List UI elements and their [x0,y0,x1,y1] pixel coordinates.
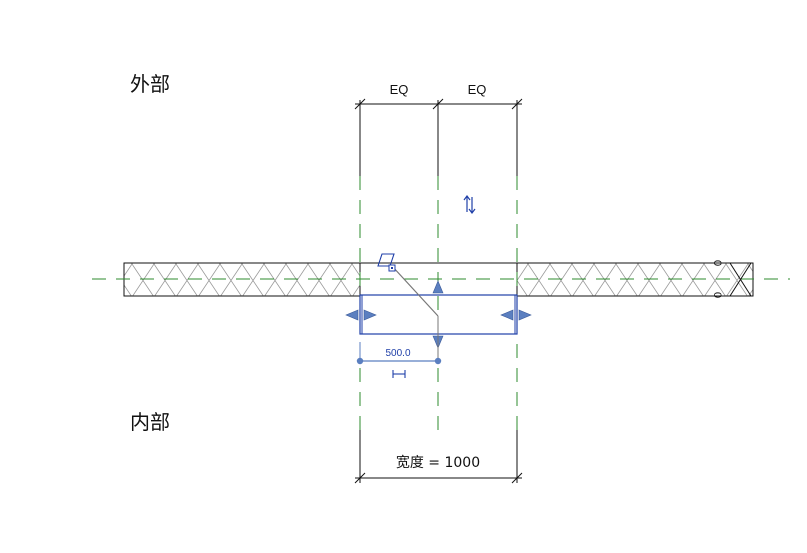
width-label[interactable]: 宽度 = 1000 [396,454,480,471]
grip-right-inner-arrow[interactable] [500,309,514,321]
wall-end-marks [729,262,752,297]
eq-dimension[interactable] [354,98,523,176]
grip-left-inner-arrow[interactable] [363,309,377,321]
temporary-dimension-value[interactable]: 500.0 [385,348,410,359]
eq-label-left: EQ [390,82,409,97]
width-dimension[interactable] [354,430,523,484]
grip-right-outer-arrow[interactable] [518,309,532,321]
eq-label-right: EQ [468,82,487,97]
grip-arrows[interactable] [345,280,532,349]
grip-left-outer-arrow[interactable] [345,309,359,321]
wall-end-label-top: 0 [711,260,723,266]
wall-end-label-bottom: 0 [711,292,723,298]
grip-up-arrow[interactable] [432,280,444,294]
leader-line [391,265,439,317]
temporary-dimension[interactable] [356,316,442,365]
interior-label: 内部 [130,410,170,434]
flip-arrows-icon[interactable] [463,195,476,214]
family-edit-icon[interactable] [377,253,396,272]
reference-planes[interactable] [92,176,790,430]
dimension-toggle-icon[interactable] [392,370,406,378]
exterior-label: 外部 [130,72,170,96]
